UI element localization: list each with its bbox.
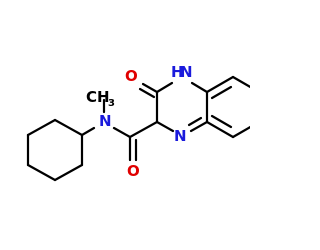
pyrazinone-ring [155,81,209,133]
bond-cy-6 [26,118,57,137]
atom-o-ketone: O [125,67,138,85]
bond-cy-1 [53,118,84,137]
bond-c8a-n1-dbl [187,116,203,127]
atom-n-ring: N [174,127,187,145]
cyclohexane-ring [26,118,84,182]
benzene-ring [205,75,250,139]
bond-cy-4 [26,163,57,182]
bond-bz-6 [205,120,235,139]
atom-h-ring: H [171,63,184,81]
bond-bz-inner-2 [210,114,233,129]
atom-methyl: CH [86,88,110,106]
bond-c3-o-1 [141,82,159,94]
molecule-structure: O H N N CH 3 N O [26,63,250,182]
bond-bz-5 [231,125,250,139]
atom-o-amide: O [127,162,140,180]
bond-bz-1 [205,75,235,94]
bond-n4-c4a [190,81,209,94]
bond-cy-n [80,126,96,137]
bond-c3-o-2 [138,87,156,99]
bond-n-carbonyl [112,126,132,139]
bond-bz-inner-1 [210,85,233,100]
bond-cy-3 [53,163,84,182]
bond-n1-c2 [155,120,175,133]
bond-bz-2 [231,75,250,89]
atom-methyl-subscript: 3 [108,98,115,109]
atom-n-ring-h: N [180,63,193,81]
bond-carbonyl-c2 [128,120,159,139]
bond-c3-n4 [155,81,174,94]
atom-n-amide: N [99,112,112,130]
bond-c8a-n1 [189,120,209,133]
